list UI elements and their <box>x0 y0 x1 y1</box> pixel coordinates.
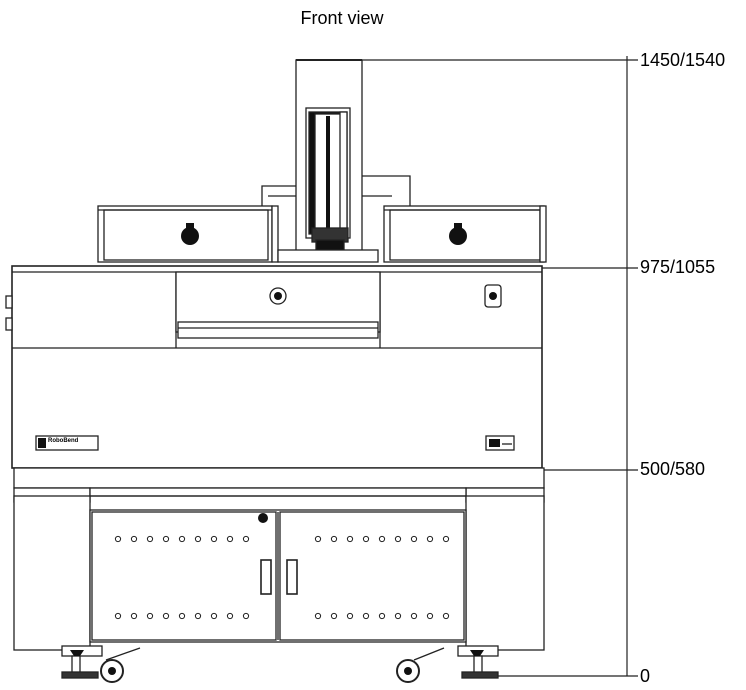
vent-hole <box>330 535 338 543</box>
vent-hole <box>314 535 322 543</box>
vent-hole <box>426 612 434 620</box>
vent-hole <box>346 535 354 543</box>
vent-hole <box>162 612 170 620</box>
dimension-label-top: 1450/1540 <box>640 50 726 70</box>
vent-hole <box>178 612 186 620</box>
page-title: Front view <box>300 8 384 28</box>
vent-hole <box>442 612 450 620</box>
vent-hole <box>362 612 370 620</box>
vent-hole <box>314 612 322 620</box>
vent-hole <box>210 612 218 620</box>
vent-hole <box>114 612 122 620</box>
vent-hole <box>114 535 122 543</box>
machine-feet <box>61 645 499 679</box>
vent-hole <box>362 535 370 543</box>
vent-hole <box>146 535 154 543</box>
upper-body <box>5 265 543 469</box>
vent-hole <box>210 535 218 543</box>
vent-hole <box>378 535 386 543</box>
vent-hole <box>194 535 202 543</box>
dimension-label-work-table: 975/1055 <box>640 257 716 277</box>
vent-hole <box>378 612 386 620</box>
vent-hole <box>410 612 418 620</box>
nameplate-left-text: RoboBend <box>48 438 79 444</box>
left-tool-housing <box>97 205 279 263</box>
vent-hole <box>242 535 250 543</box>
vent-hole <box>146 612 154 620</box>
right-tool-housing <box>383 205 547 263</box>
vent-hole <box>226 535 234 543</box>
vent-hole <box>442 535 450 543</box>
door-vent-holes <box>114 535 450 620</box>
vent-hole <box>242 612 250 620</box>
caster-wheels <box>100 647 445 683</box>
vent-hole <box>346 612 354 620</box>
dimension-axis <box>362 56 638 677</box>
vent-hole <box>130 535 138 543</box>
top-column <box>261 59 411 253</box>
vent-hole <box>130 612 138 620</box>
vent-hole <box>426 535 434 543</box>
vent-hole <box>330 612 338 620</box>
dimension-label-cabinet-top: 500/580 <box>640 459 706 479</box>
vent-hole <box>194 612 202 620</box>
vent-hole <box>162 535 170 543</box>
cabinet-doors <box>91 511 465 641</box>
vent-hole <box>410 535 418 543</box>
vent-hole <box>226 612 234 620</box>
dimension-label-floor: 0 <box>640 666 651 686</box>
vent-hole <box>394 535 402 543</box>
vent-hole <box>394 612 402 620</box>
vent-hole <box>178 535 186 543</box>
